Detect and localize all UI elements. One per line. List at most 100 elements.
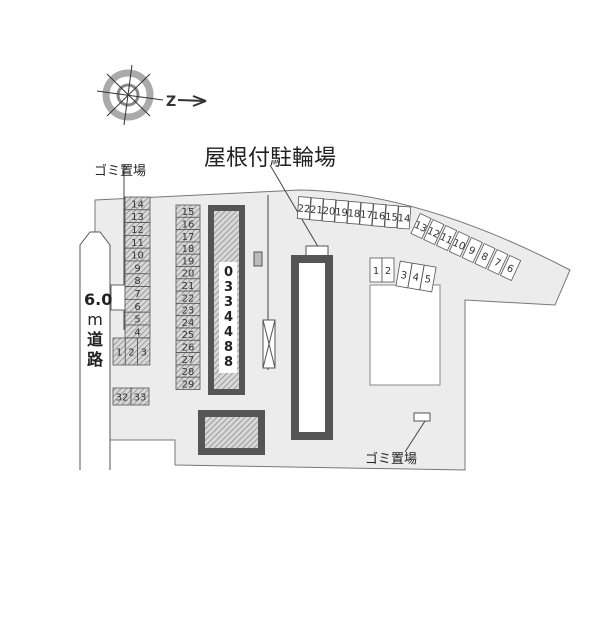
parking-stall: 16: [175, 216, 201, 230]
svg-text:Z: Z: [166, 94, 176, 110]
stall-number: 9: [466, 245, 476, 258]
stall-number: 18: [182, 244, 195, 255]
garbage-label-2: ゴミ置場: [365, 452, 418, 467]
stall-number: 8: [134, 276, 140, 287]
parking-stall: 10: [124, 247, 151, 262]
roof-bike-parking-label: 屋根付駐輪場: [204, 146, 337, 171]
parking-stall: 11: [124, 234, 151, 249]
stall-number: 11: [438, 232, 454, 247]
parking-stall: 8: [474, 242, 496, 270]
parking-stall: 22: [175, 290, 201, 304]
parking-stall: 6: [499, 254, 522, 282]
stall-number: 29: [182, 379, 195, 390]
parking-stall: 14: [396, 205, 412, 230]
parking-stall: 11: [435, 224, 458, 252]
stall-number: 14: [131, 199, 144, 210]
parking-stall: 2: [381, 257, 395, 283]
stall-number: 19: [182, 256, 195, 267]
stall-number: 7: [134, 289, 140, 300]
stall-number: 10: [131, 251, 144, 262]
parking-stall: 13: [124, 209, 151, 223]
bike-leader-line: [269, 164, 321, 251]
road-char-2: 路: [86, 350, 103, 369]
stall-number: 5: [134, 315, 140, 326]
stall-number: 12: [425, 226, 441, 241]
parking-stall: 9: [461, 236, 483, 264]
stall-number: 28: [182, 367, 195, 378]
parking-stall: 6: [124, 298, 151, 313]
stall-number: 17: [360, 210, 373, 222]
stall-number: 2: [385, 266, 391, 277]
stall-number: 19: [335, 207, 348, 219]
parking-stall: 1: [369, 257, 383, 283]
stall-number: 23: [182, 306, 195, 317]
parking-stall: 20: [175, 266, 201, 280]
parking-stall: 7: [124, 286, 151, 300]
stall-number: 33: [134, 393, 147, 404]
parking-stall: 13: [410, 212, 432, 240]
stall-number: 26: [182, 342, 195, 353]
parking-stall: 5: [124, 311, 151, 326]
stall-number: 25: [182, 330, 195, 341]
parking-stall: 17: [175, 229, 201, 243]
parking-stall: 2: [124, 337, 139, 366]
parking-stall: 27: [175, 352, 201, 366]
parking-stall: 16: [371, 203, 387, 228]
stall-number: 20: [322, 206, 335, 218]
parking-stall: 15: [175, 204, 201, 218]
stall-number: 3: [400, 270, 408, 282]
parking-stall: 5: [419, 264, 437, 293]
stall-number: 13: [412, 220, 428, 235]
stall-number: 15: [182, 207, 195, 218]
stall-number: 5: [424, 274, 432, 286]
parking-stall: 9: [124, 260, 151, 274]
stall-number: 21: [310, 205, 323, 217]
parking-stall: 29: [175, 376, 201, 390]
parking-stall: 17: [359, 202, 374, 226]
parking-stall: 24: [175, 315, 201, 329]
stall-number: 16: [182, 219, 195, 230]
stall-number: 3: [141, 348, 147, 359]
stall-number: 16: [372, 211, 385, 223]
stall-number: 1: [373, 266, 379, 277]
parking-stall: 33: [130, 387, 150, 406]
stall-number: 15: [385, 212, 398, 224]
parking-stall: 12: [423, 218, 445, 246]
stall-number: 6: [134, 302, 140, 313]
garbage-label-1: ゴミ置場: [94, 164, 147, 179]
parking-stall: 18: [346, 200, 362, 225]
stall-number: 1: [116, 348, 122, 359]
building-number: 0334488: [219, 262, 237, 373]
stall-number: 2: [128, 348, 134, 359]
parking-stall: 23: [175, 302, 201, 317]
parking-stall: 10: [448, 230, 471, 258]
stall-number: 6: [505, 263, 515, 276]
parking-stall: 19: [175, 253, 201, 267]
road-width: 6.0: [84, 290, 113, 309]
parking-stall: 15: [384, 204, 399, 229]
road-char-1: 道: [86, 330, 103, 349]
parking-stall: 28: [175, 364, 201, 378]
road: [79, 231, 111, 470]
parking-stall: 25: [175, 327, 201, 341]
parking-stall: 7: [487, 248, 509, 276]
stall-number: 10: [451, 238, 467, 253]
parking-stall: 8: [124, 273, 151, 287]
stall-number: 20: [182, 269, 195, 280]
stall-number: 11: [131, 238, 144, 249]
parking-stall: 26: [175, 339, 201, 353]
stall-number: 18: [347, 208, 360, 220]
compass-icon: Z: [96, 64, 207, 126]
parking-stall: 19: [334, 199, 349, 224]
stall-number: 7: [492, 257, 502, 270]
stall-number: 13: [131, 212, 144, 223]
parking-stall: 14: [124, 196, 151, 210]
stall-number: 8: [479, 251, 489, 264]
parking-stall: 1: [112, 337, 126, 366]
stall-number: 22: [182, 293, 195, 304]
parking-stall: 4: [124, 324, 151, 338]
garbage-area-2: [413, 412, 431, 422]
parking-stall: 12: [124, 222, 151, 236]
parking-stall: 3: [137, 337, 151, 366]
